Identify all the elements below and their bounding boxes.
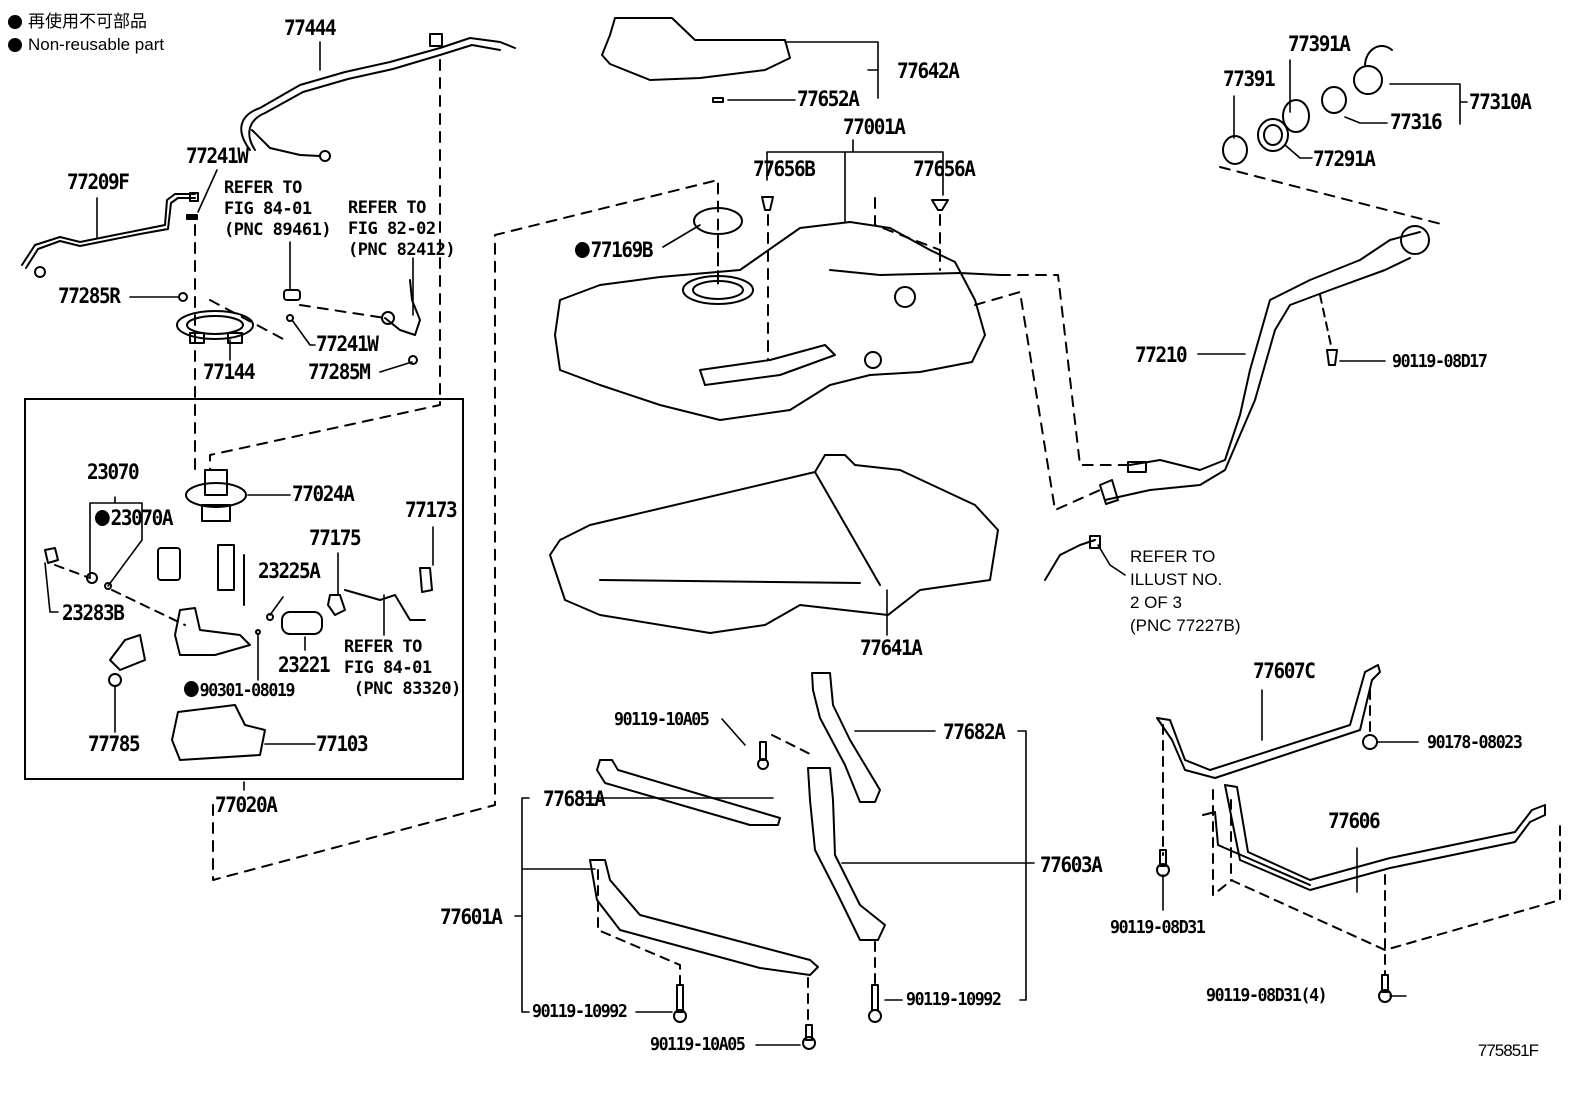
part-label[interactable]: 23225A xyxy=(258,559,321,583)
dashed-lines-tank xyxy=(717,197,1131,511)
part-label[interactable]: 77656A xyxy=(913,157,976,181)
dashed-lines-straps xyxy=(597,734,876,1026)
pump-assembly-drawings xyxy=(44,544,433,761)
part-label[interactable]: 77785 xyxy=(88,732,141,756)
part-77641A-protector-drawing xyxy=(549,454,999,634)
non-reusable-marker-icon xyxy=(8,37,22,52)
reference-note: REFER TO ILLUST NO. 2 OF 3 (PNC 77227B) xyxy=(1130,547,1241,635)
non-reusable-marker-icon xyxy=(184,681,199,697)
connector-drawings xyxy=(283,279,421,365)
non-reusable-marker-icon xyxy=(95,510,110,526)
part-label[interactable]: 77173 xyxy=(405,498,458,522)
part-label[interactable]: 77310A xyxy=(1469,90,1532,114)
part-label[interactable]: 77316 xyxy=(1390,110,1443,134)
leader-lines xyxy=(44,41,1468,1046)
non-reusable-marker-icon xyxy=(8,14,22,29)
dashed-assembly-lines-left xyxy=(194,59,719,881)
part-label[interactable]: 23283B xyxy=(62,601,125,625)
part-77607C-77606-straps-drawing xyxy=(1156,664,1546,891)
part-label[interactable]: 77641A xyxy=(860,636,923,660)
dashed-lines-lower-right xyxy=(1162,689,1561,976)
part-label[interactable]: 77606 xyxy=(1328,809,1381,833)
part-77642A-shield-drawing xyxy=(601,17,791,103)
part-label[interactable]: 77391 xyxy=(1223,67,1276,91)
part-label[interactable]: 77103 xyxy=(316,732,369,756)
part-77241W-clip-drawing xyxy=(186,214,198,220)
part-77209F-tube-drawing xyxy=(21,192,199,278)
reference-note: REFER TO FIG 82-02 (PNC 82412) xyxy=(348,198,456,260)
part-label[interactable]: 77656B xyxy=(753,157,816,181)
legend-text-jp: 再使用不可部品 xyxy=(28,12,147,31)
tank-straps-drawing xyxy=(589,672,886,976)
part-number: 23070A xyxy=(110,506,174,530)
part-label-non-reusable[interactable]: 23070A xyxy=(95,506,174,530)
part-label[interactable]: 77241W xyxy=(316,332,379,356)
part-label[interactable]: 77285M xyxy=(308,360,371,384)
part-label[interactable]: 77291A xyxy=(1313,147,1376,171)
part-label[interactable]: 77144 xyxy=(203,360,256,384)
part-label[interactable]: 90119-10A05 xyxy=(614,709,710,730)
part-77024A-drawing xyxy=(185,469,247,522)
dashed-line-bolt-08D17 xyxy=(1319,294,1333,351)
part-label[interactable]: 77209F xyxy=(67,170,130,194)
part-77656A-drawing xyxy=(931,199,949,211)
part-label-non-reusable[interactable]: 77169B xyxy=(575,238,654,262)
part-label[interactable]: 90178-08023 xyxy=(1427,732,1523,753)
legend-row-jp: 再使用不可部品 xyxy=(8,10,164,33)
legend: 再使用不可部品 Non-reusable part xyxy=(8,10,164,56)
part-77444-hose-drawing xyxy=(240,33,516,162)
part-label[interactable]: 23221 xyxy=(278,653,331,677)
part-label[interactable]: 77001A xyxy=(843,115,906,139)
part-label[interactable]: 77020A xyxy=(215,793,278,817)
part-label[interactable]: 90119-08D17 xyxy=(1392,351,1488,372)
part-number: 90301-08019 xyxy=(199,680,296,701)
part-label[interactable]: 90119-10A05 xyxy=(650,1034,746,1055)
part-number: 77169B xyxy=(590,238,654,262)
part-label[interactable]: 77210 xyxy=(1135,343,1188,367)
reference-note: REFER TO FIG 84-01 (PNC 89461) xyxy=(224,178,332,240)
part-label[interactable]: 90119-08D31 xyxy=(1110,917,1206,938)
part-label[interactable]: 77682A xyxy=(943,720,1006,744)
part-77656B-drawing xyxy=(761,196,774,211)
pump-assembly-box-77020A xyxy=(24,398,464,780)
part-77210-filler-pipe-drawing xyxy=(1044,225,1430,581)
part-label[interactable]: 77603A xyxy=(1040,853,1103,877)
part-label[interactable]: 77607C xyxy=(1253,659,1316,683)
dashed-line-filler xyxy=(1219,166,1446,226)
dashed-lines-in-box xyxy=(54,564,186,626)
part-label[interactable]: 77285R xyxy=(58,284,121,308)
part-label[interactable]: 77024A xyxy=(292,482,355,506)
reference-note: REFER TO FIG 84-01 (PNC 83320) xyxy=(344,637,461,699)
non-reusable-marker-icon xyxy=(575,242,590,258)
part-label[interactable]: 90119-10992 xyxy=(532,1001,628,1022)
part-label[interactable]: 77175 xyxy=(309,526,362,550)
part-label[interactable]: 77601A xyxy=(440,905,503,929)
part-label[interactable]: 77642A xyxy=(897,59,960,83)
part-label[interactable]: 77681A xyxy=(543,787,606,811)
figure-number: 775851F xyxy=(1477,1041,1539,1060)
bolt-90119-08D17-drawing xyxy=(1326,349,1338,366)
part-label-non-reusable[interactable]: 90301-08019 xyxy=(184,680,296,701)
part-label[interactable]: 77241W xyxy=(186,144,249,168)
part-77144-ring-drawing xyxy=(176,310,254,344)
part-77285R-drawing xyxy=(178,292,188,302)
filler-cap-parts-drawing xyxy=(1222,45,1393,165)
part-label[interactable]: 77391A xyxy=(1288,32,1351,56)
part-label[interactable]: 90119-10992 xyxy=(906,989,1002,1010)
legend-row-en: Non-reusable part xyxy=(8,33,164,56)
part-label[interactable]: 77652A xyxy=(797,87,860,111)
part-label[interactable]: 77444 xyxy=(284,16,337,40)
legend-text-en: Non-reusable part xyxy=(28,35,165,54)
part-label[interactable]: 90119-08D31(4) xyxy=(1206,985,1328,1006)
part-label[interactable]: 23070 xyxy=(87,460,140,484)
strap-bolts-drawing xyxy=(673,741,882,1050)
